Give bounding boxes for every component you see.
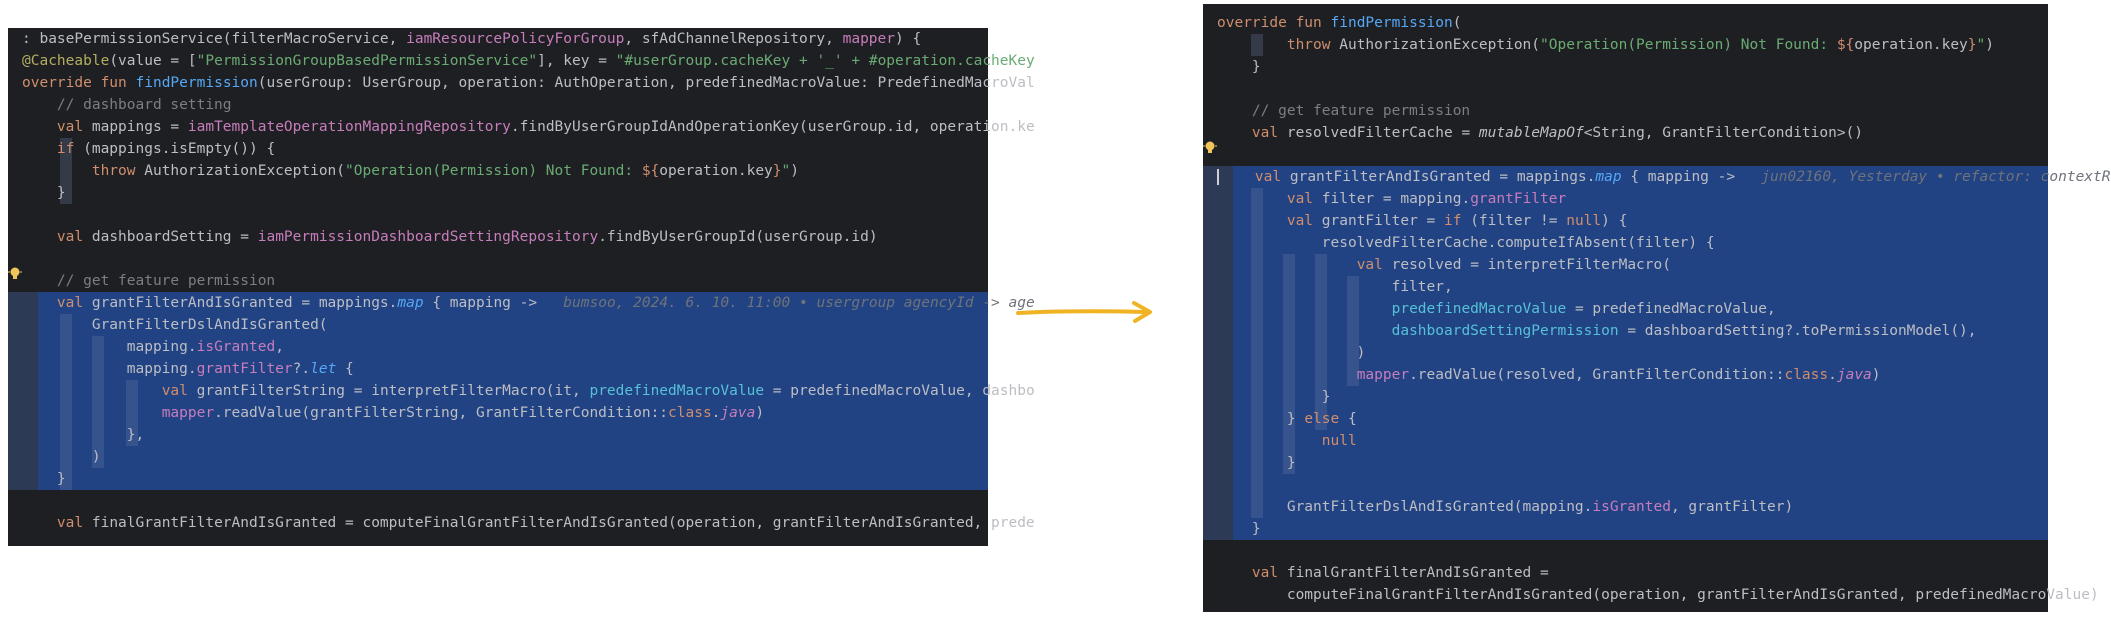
- lightbulb-icon[interactable]: [8, 266, 22, 280]
- git-blame-annotation: jun02160, Yesterday • refactor: contextR: [1735, 169, 2111, 185]
- code-line[interactable]: [1203, 78, 2048, 100]
- right-code-editor: override fun findPermission( throw Autho…: [1203, 4, 2111, 612]
- code-line[interactable]: }: [1217, 521, 1261, 537]
- arrow-right-icon: [1016, 301, 1152, 323]
- code-line[interactable]: val resolved = interpretFilterMacro(: [1356, 257, 1671, 273]
- code-line[interactable]: [8, 490, 988, 512]
- selection-gutter: [1203, 166, 1233, 540]
- selection-highlight: [1203, 166, 2048, 540]
- code-line[interactable]: }: [22, 185, 66, 201]
- code-line[interactable]: val filter = mapping.grantFilter: [1286, 191, 1567, 207]
- code-line[interactable]: }: [22, 471, 66, 487]
- code-line[interactable]: predefinedMacroValue = predefinedMacroVa…: [1391, 301, 1776, 317]
- indent-guide: [60, 314, 72, 490]
- indent-guide: [92, 336, 104, 468]
- code-line[interactable]: [8, 204, 988, 226]
- code-line[interactable]: val grantFilterAndIsGranted = mappings.m…: [1203, 166, 2111, 188]
- code-line[interactable]: },: [22, 427, 145, 443]
- code-line[interactable]: throw AuthorizationException("Operation(…: [91, 163, 799, 179]
- code-line[interactable]: ): [1217, 345, 1366, 361]
- code-line[interactable]: [1203, 144, 2048, 166]
- git-blame-annotation: bumsoo, 2024. 6. 10. 11:00 • usergroup a…: [537, 295, 1035, 311]
- code-line[interactable]: // get feature permission: [22, 273, 276, 289]
- indent-guide: [60, 138, 72, 204]
- left-code-editor: : basePermissionService(filterMacroServi…: [8, 28, 1035, 546]
- code-line[interactable]: }: [1217, 455, 1296, 471]
- code-line[interactable]: val finalGrantFilterAndIsGranted =: [1251, 565, 1549, 581]
- code-line[interactable]: val grantFilter = if (filter != null) {: [1286, 213, 1628, 229]
- code-line[interactable]: filter,: [1217, 279, 1453, 295]
- code-line[interactable]: mapping.grantFilter?.let {: [22, 361, 354, 377]
- code-line[interactable]: mapper.readValue(grantFilterString, Gran…: [161, 405, 765, 421]
- code-line[interactable]: null: [1321, 433, 1357, 449]
- code-line[interactable]: : basePermissionService(filterMacroServi…: [22, 31, 922, 47]
- indent-guide: [1347, 276, 1359, 386]
- code-line[interactable]: val grantFilterAndIsGranted = mappings.m…: [56, 295, 1035, 311]
- code-line[interactable]: val resolvedFilterCache = mutableMapOf<S…: [1251, 125, 1864, 141]
- indent-guide: [1283, 254, 1295, 474]
- indent-guide: [126, 380, 138, 446]
- code-line[interactable]: throw AuthorizationException("Operation(…: [1286, 37, 1994, 53]
- code-line[interactable]: [1203, 540, 2048, 562]
- code-line[interactable]: computeFinalGrantFilterAndIsGranted(oper…: [1217, 587, 2099, 603]
- code-line[interactable]: // get feature permission: [1217, 103, 1471, 119]
- indent-guide: [1315, 254, 1327, 430]
- code-line[interactable]: GrantFilterDslAndIsGranted(: [22, 317, 328, 333]
- code-line[interactable]: val dashboardSetting = iamPermissionDash…: [56, 229, 878, 245]
- code-line[interactable]: @Cacheable(value = ["PermissionGroupBase…: [22, 53, 1035, 69]
- code-line[interactable]: val grantFilterString = interpretFilterM…: [161, 383, 1035, 399]
- code-line[interactable]: }: [1217, 389, 1331, 405]
- selection-gutter: [8, 292, 38, 490]
- code-line[interactable]: override fun findPermission(userGroup: U…: [22, 75, 1035, 91]
- code-line[interactable]: // dashboard setting: [22, 97, 232, 113]
- code-line[interactable]: if (mappings.isEmpty()) {: [56, 141, 276, 157]
- lightbulb-icon[interactable]: [1203, 140, 1217, 154]
- code-line[interactable]: ): [22, 449, 101, 465]
- code-line[interactable]: } else {: [1217, 411, 1357, 427]
- code-line[interactable]: GrantFilterDslAndIsGranted(mapping.isGra…: [1217, 499, 1794, 515]
- code-line[interactable]: [1203, 474, 2048, 496]
- code-line[interactable]: val mappings = iamTemplateOperationMappi…: [56, 119, 1035, 135]
- code-line[interactable]: mapping.isGranted,: [22, 339, 284, 355]
- code-line[interactable]: dashboardSettingPermission = dashboardSe…: [1391, 323, 1977, 339]
- code-line[interactable]: override fun findPermission(: [1217, 15, 1462, 31]
- indent-guide: [1251, 188, 1263, 518]
- code-line[interactable]: [8, 248, 988, 270]
- indent-guide: [1251, 34, 1263, 56]
- code-line[interactable]: val finalGrantFilterAndIsGranted = compu…: [56, 515, 1035, 531]
- selection-highlight: [8, 292, 988, 490]
- code-line[interactable]: resolvedFilterCache.computeIfAbsent(filt…: [1217, 235, 1715, 251]
- code-line[interactable]: }: [1217, 59, 1261, 75]
- code-line[interactable]: mapper.readValue(resolved, GrantFilterCo…: [1356, 367, 1881, 383]
